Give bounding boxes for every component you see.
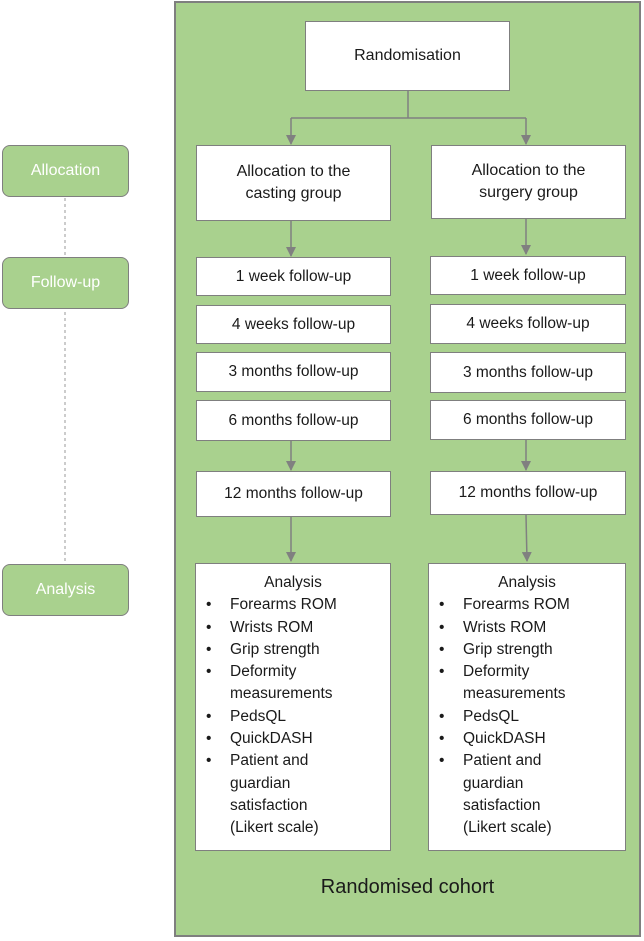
casting-followup-1-week: 1 week follow-up [196,257,391,296]
list-item: Grip strength [429,639,625,662]
arrow-surgery-analysis [521,514,532,562]
surgery-analysis-list: Forearms ROM Wrists ROM Grip strength De… [429,594,625,839]
stage-allocation: Allocation [2,145,129,197]
surgery-followup-3-months: 3 months follow-up [430,352,626,393]
surgery-followup-12-months: 12 months follow-up [430,471,626,515]
list-item: QuickDASH [196,728,390,751]
surgery-followup-4-weeks: 4 weeks follow-up [430,304,626,344]
allocation-casting-line-1: Allocation to the [236,163,351,180]
casting-analysis-title: Analysis [264,574,322,591]
casting-followup-6-months: 6 months follow-up [196,400,391,441]
allocation-surgery-line-2: surgery group [479,184,578,201]
surgery-analysis-box: Analysis Forearms ROM Wrists ROM Grip st… [428,563,626,851]
randomisation-box: Randomisation [305,21,510,91]
casting-followup-12-months: 12 months follow-up [196,471,391,517]
stage-follow-up: Follow-up [2,257,129,309]
allocation-casting-line-2: casting group [245,185,342,202]
surgery-followup-6-months: 6 months follow-up [430,400,626,440]
list-item: QuickDASH [429,728,625,751]
list-item: Forearms ROM [196,594,390,617]
allocation-surgery-line-1: Allocation to the [471,162,586,179]
list-item: PedsQL [429,706,625,729]
allocation-casting-box: Allocation to the casting group [196,145,391,221]
casting-analysis-list: Forearms ROM Wrists ROM Grip strength De… [196,594,390,839]
stage-analysis: Analysis [2,564,129,616]
casting-analysis-box: Analysis Forearms ROM Wrists ROM Grip st… [195,563,391,851]
list-item: Forearms ROM [429,594,625,617]
casting-followup-4-weeks: 4 weeks follow-up [196,305,391,344]
list-item: PedsQL [196,706,390,729]
list-item: Grip strength [196,639,390,662]
casting-followup-3-months: 3 months follow-up [196,352,391,392]
cohort-label: Randomised cohort [320,876,495,898]
surgery-followup-1-week: 1 week follow-up [430,256,626,295]
allocation-surgery-box: Allocation to the surgery group [431,145,626,219]
list-item: Wrists ROM [429,617,625,640]
list-item: Wrists ROM [196,617,390,640]
surgery-analysis-title: Analysis [498,574,556,591]
